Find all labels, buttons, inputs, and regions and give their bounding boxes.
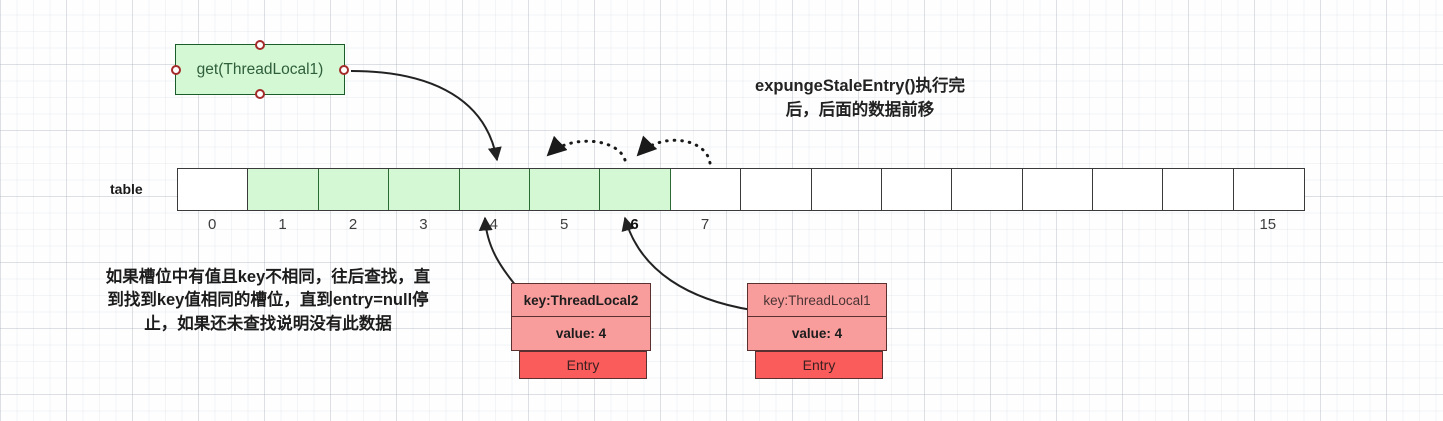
table-cell-0[interactable] (178, 169, 249, 210)
entry-threadlocal2[interactable]: key:ThreadLocal2 value: 4 Entry (511, 283, 651, 379)
table-index-2: 2 (348, 216, 358, 233)
table-cell-10[interactable] (881, 169, 953, 210)
table-label: table (110, 181, 143, 197)
table-index-0: 0 (208, 216, 217, 233)
table-cell-11[interactable] (952, 169, 1023, 210)
table-cell-9[interactable] (811, 169, 882, 210)
note-line-3: 止，如果还未查找说明没有此数据 (144, 314, 392, 333)
table-index-5: 5 (560, 216, 569, 233)
table-cells-row (177, 168, 1306, 211)
table-index-4: 4 (489, 216, 498, 233)
table-cell-2[interactable] (318, 169, 390, 210)
entry-threadlocal1-value: value: 4 (747, 317, 887, 351)
table-cell-14[interactable] (1163, 169, 1234, 210)
note-line-2: 到找到key值相同的槽位，直到entry=null停 (107, 291, 429, 310)
entry-threadlocal2-value: value: 4 (511, 317, 651, 351)
table-cell-3[interactable] (389, 169, 460, 210)
table-cell-12[interactable] (1022, 169, 1094, 210)
table-index-row: 0 1 2 3 4 5 6 7 15 (177, 216, 1303, 238)
entry-threadlocal1-footer: Entry (755, 351, 883, 379)
entry-threadlocal1[interactable]: key:ThreadLocal1 value: 4 Entry (747, 283, 887, 379)
lookup-rule-note: 如果槽位中有值且key不相同，往后查找，直 到找到key值相同的槽位，直到ent… (48, 266, 488, 336)
heading-line-2: 后，后面的数据前移 (785, 100, 935, 119)
connector-handle-left-icon[interactable] (171, 64, 181, 75)
entry-threadlocal1-key: key:ThreadLocal1 (747, 283, 887, 317)
dotted-arc-6-to-5 (546, 135, 627, 162)
table-cell-6[interactable] (600, 169, 671, 210)
table-index-1: 1 (278, 216, 287, 233)
table-index-3: 3 (419, 216, 428, 233)
table-cell-5[interactable] (529, 169, 601, 210)
arrow-get-to-slot4 (350, 70, 502, 162)
entry-threadlocal2-key: key:ThreadLocal2 (511, 283, 651, 317)
heading-note: expungeStaleEntry()执行完 后，后面的数据前移 (700, 75, 1020, 123)
table-index-15: 15 (1259, 216, 1277, 233)
connector-handle-top-icon[interactable] (255, 40, 265, 50)
connector-handle-bottom-icon[interactable] (255, 89, 265, 99)
dotted-arc-7-to-6 (636, 135, 712, 165)
connector-handle-right-icon[interactable] (339, 64, 349, 75)
table-cell-1[interactable] (248, 169, 319, 210)
table-index-7: 7 (700, 216, 710, 233)
table-cell-8[interactable] (741, 169, 812, 210)
get-node-label: get(ThreadLocal1) (196, 60, 324, 78)
heading-line-1: expungeStaleEntry()执行完 (755, 77, 965, 95)
table-index-6: 6 (630, 216, 639, 233)
table-cell-4[interactable] (459, 169, 530, 210)
note-line-1: 如果槽位中有值且key不相同，往后查找，直 (105, 268, 431, 286)
table-cell-7[interactable] (670, 169, 742, 210)
get-threadlocal-node[interactable]: get(ThreadLocal1) (171, 40, 349, 99)
table-cell-13[interactable] (1093, 169, 1164, 210)
table-cell-15[interactable] (1233, 169, 1305, 210)
entry-threadlocal2-footer: Entry (519, 351, 647, 379)
